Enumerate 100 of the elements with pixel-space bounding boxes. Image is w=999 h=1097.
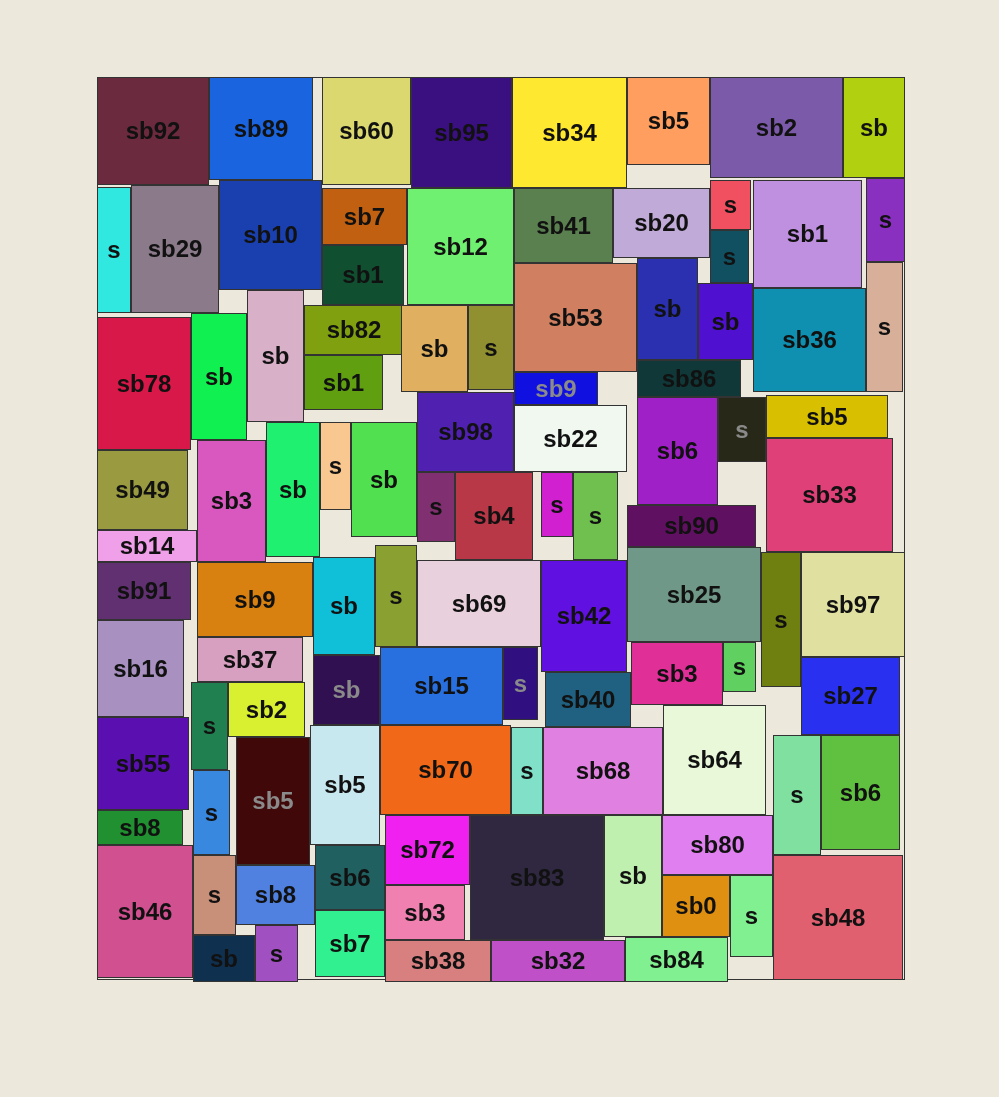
treemap-tile <box>351 422 417 537</box>
treemap-tile <box>193 770 230 855</box>
tile-label: s <box>520 759 534 783</box>
tile-label: sb20 <box>634 211 689 235</box>
tile-label: sb <box>860 115 888 140</box>
tile-label: sb49 <box>115 478 170 502</box>
treemap-tile <box>315 910 385 977</box>
treemap-tile <box>631 642 723 705</box>
treemap-tile <box>604 815 662 937</box>
tile-label: sb1 <box>342 263 384 287</box>
treemap-tile <box>723 642 756 692</box>
tile-label: s <box>484 335 498 360</box>
treemap-tile <box>315 845 385 910</box>
tile-label: sb2 <box>245 697 288 722</box>
treemap-tile <box>247 290 304 422</box>
treemap-tile <box>514 372 598 405</box>
treemap-tile <box>411 77 512 188</box>
treemap-tile <box>255 925 298 982</box>
tile-label: sb91 <box>116 579 172 603</box>
treemap-tile <box>407 188 514 305</box>
tile-label: sb5 <box>324 773 366 797</box>
tile-label: s <box>774 607 788 632</box>
tile-label: s <box>328 454 343 478</box>
treemap-tile <box>209 77 313 180</box>
tile-label: s <box>877 315 892 339</box>
tile-label: sb90 <box>664 514 719 538</box>
treemap-tile <box>821 735 900 850</box>
treemap-tile <box>97 187 131 313</box>
treemap-tile <box>662 875 730 937</box>
tile-label: sb5 <box>252 789 294 813</box>
tile-label: sb69 <box>451 591 507 616</box>
tile-label: sb <box>279 477 307 502</box>
treemap-tile <box>766 438 893 552</box>
tile-label: sb <box>619 864 647 888</box>
tile-label: sb80 <box>690 833 745 857</box>
treemap-tile <box>662 815 773 875</box>
tile-label: sb70 <box>418 758 473 782</box>
tile-label: sb <box>330 594 358 618</box>
treemap-tile <box>543 727 663 815</box>
tile-label: sb29 <box>147 237 203 261</box>
tile-label: sb25 <box>666 582 722 607</box>
treemap-tile <box>470 815 604 940</box>
treemap-tile <box>710 230 749 283</box>
treemap-tile <box>801 552 905 657</box>
tile-label: sb15 <box>414 674 469 698</box>
treemap-tile <box>512 77 627 188</box>
treemap-tile <box>766 395 888 438</box>
treemap-tile <box>380 725 511 815</box>
treemap-tile <box>197 562 313 637</box>
treemap-tile <box>417 560 541 647</box>
tile-label: s <box>723 193 738 217</box>
treemap-tile <box>97 845 193 978</box>
treemap-tile <box>637 360 741 397</box>
tile-label: sb40 <box>560 687 616 712</box>
tile-label: sb14 <box>119 534 175 558</box>
treemap-tile <box>97 317 191 450</box>
treemap-tile <box>322 245 404 305</box>
treemap-tile <box>385 815 470 885</box>
tile-label: sb <box>332 678 361 702</box>
tile-label: sb3 <box>210 489 253 513</box>
tile-label: sb <box>261 344 290 368</box>
treemap-tile <box>514 405 627 472</box>
treemap-tile <box>514 188 613 263</box>
treemap-tile <box>843 77 905 178</box>
treemap-tile <box>730 875 773 957</box>
treemap-tile <box>573 472 618 560</box>
treemap-tile <box>627 505 756 547</box>
tile-label: s <box>204 800 219 825</box>
treemap-tile <box>710 77 843 178</box>
treemap-tile <box>503 647 538 720</box>
treemap-tile <box>637 258 698 360</box>
treemap-tile <box>97 620 184 717</box>
tile-label: sb8 <box>119 815 161 840</box>
treemap-tile <box>385 940 491 982</box>
tile-label: sb53 <box>548 305 603 330</box>
tile-label: sb33 <box>802 483 857 507</box>
treemap-tile <box>97 717 189 810</box>
tile-label: sb32 <box>530 949 586 973</box>
treemap-tile <box>193 935 255 982</box>
tile-label: sb5 <box>647 109 690 133</box>
treemap-tile <box>866 262 903 392</box>
treemap-tile <box>97 810 183 845</box>
treemap-tile <box>313 655 380 725</box>
tile-label: sb6 <box>329 865 371 890</box>
tile-label: s <box>878 208 893 232</box>
treemap-tile <box>304 355 383 410</box>
treemap-tile <box>322 77 411 185</box>
treemap-tile <box>541 560 627 672</box>
tile-label: sb6 <box>839 780 882 805</box>
tile-label: sb34 <box>542 120 597 145</box>
treemap-tile <box>491 940 625 982</box>
treemap-tile <box>375 545 417 647</box>
tile-label: sb89 <box>233 116 289 141</box>
tile-label: sb16 <box>113 656 168 681</box>
treemap-tile <box>304 305 404 355</box>
tile-label: sb2 <box>755 115 798 140</box>
treemap-tile <box>97 450 188 530</box>
tile-label: sb38 <box>410 949 466 973</box>
treemap-tile <box>455 472 533 560</box>
tile-label: sb3 <box>404 900 446 925</box>
